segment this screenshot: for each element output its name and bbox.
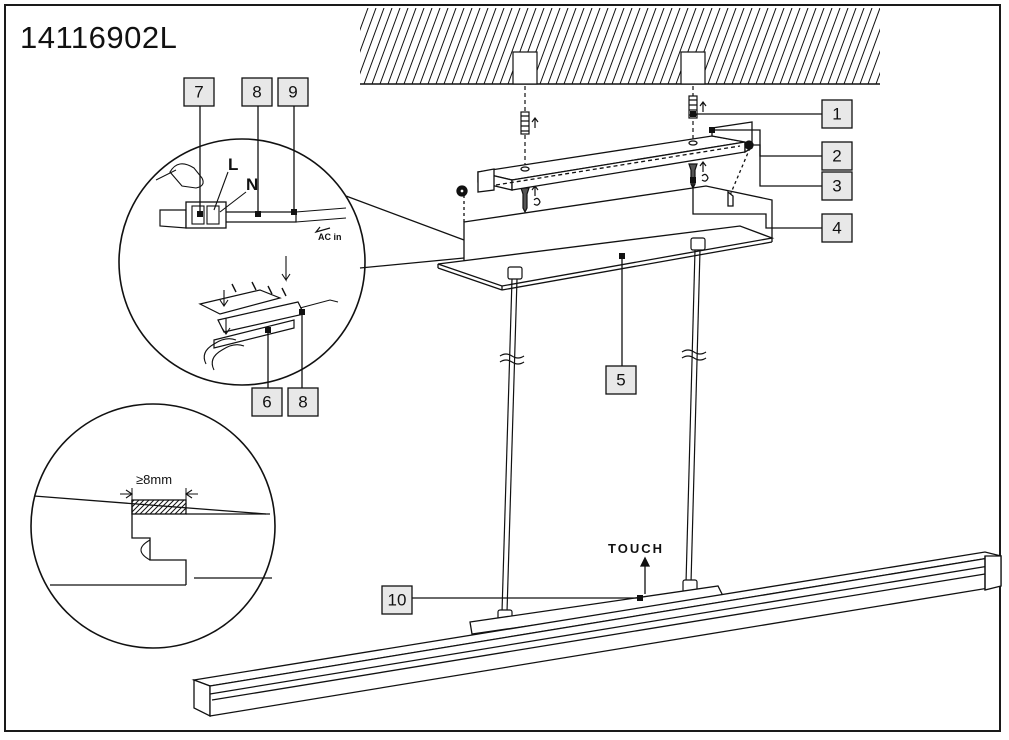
callout-8-bottom-label: 8 [298, 393, 307, 412]
callout-dots [197, 111, 752, 601]
suspension-cables [497, 237, 707, 623]
callout-7-label: 7 [194, 83, 203, 102]
callout-5: 5 [605, 365, 637, 395]
callout-10: 10 [381, 585, 413, 615]
neutral-wire-pointer [219, 191, 247, 213]
wiring-detail-inset [118, 138, 465, 386]
wall-plugs-and-screws [520, 86, 709, 214]
callout-8-top-label: 8 [252, 83, 261, 102]
callout-4: 4 [821, 213, 853, 243]
callout-leader-lines [199, 104, 822, 599]
led-light-bar [191, 551, 1002, 718]
callout-5-label: 5 [616, 371, 625, 390]
live-wire-pointer [213, 171, 229, 211]
callout-3: 3 [821, 171, 853, 201]
callout-8-top: 8 [241, 77, 273, 107]
callout-1: 1 [821, 99, 853, 129]
callout-2: 2 [821, 141, 853, 171]
callout-6-label: 6 [262, 393, 271, 412]
callout-9: 9 [277, 77, 309, 107]
callout-7: 7 [183, 77, 215, 107]
callout-1-label: 1 [832, 105, 841, 124]
callout-9-label: 9 [288, 83, 297, 102]
page-border [4, 4, 1001, 732]
callout-8-bottom: 8 [287, 387, 319, 417]
callout-6: 6 [251, 387, 283, 417]
ac-input-label: AC in [318, 232, 342, 242]
live-wire-label: L [228, 155, 238, 174]
neutral-wire-label: N [246, 175, 258, 194]
callout-3-label: 3 [832, 177, 841, 196]
callout-4-label: 4 [832, 219, 841, 238]
touch-sensor-label: TOUCH [608, 541, 664, 556]
callout-2-label: 2 [832, 147, 841, 166]
callout-10-label: 10 [388, 591, 407, 610]
clearance-detail-inset [30, 403, 276, 649]
clearance-label: ≥8mm [136, 472, 172, 487]
ceiling [360, 8, 880, 85]
model-code: 14116902L [20, 20, 178, 55]
